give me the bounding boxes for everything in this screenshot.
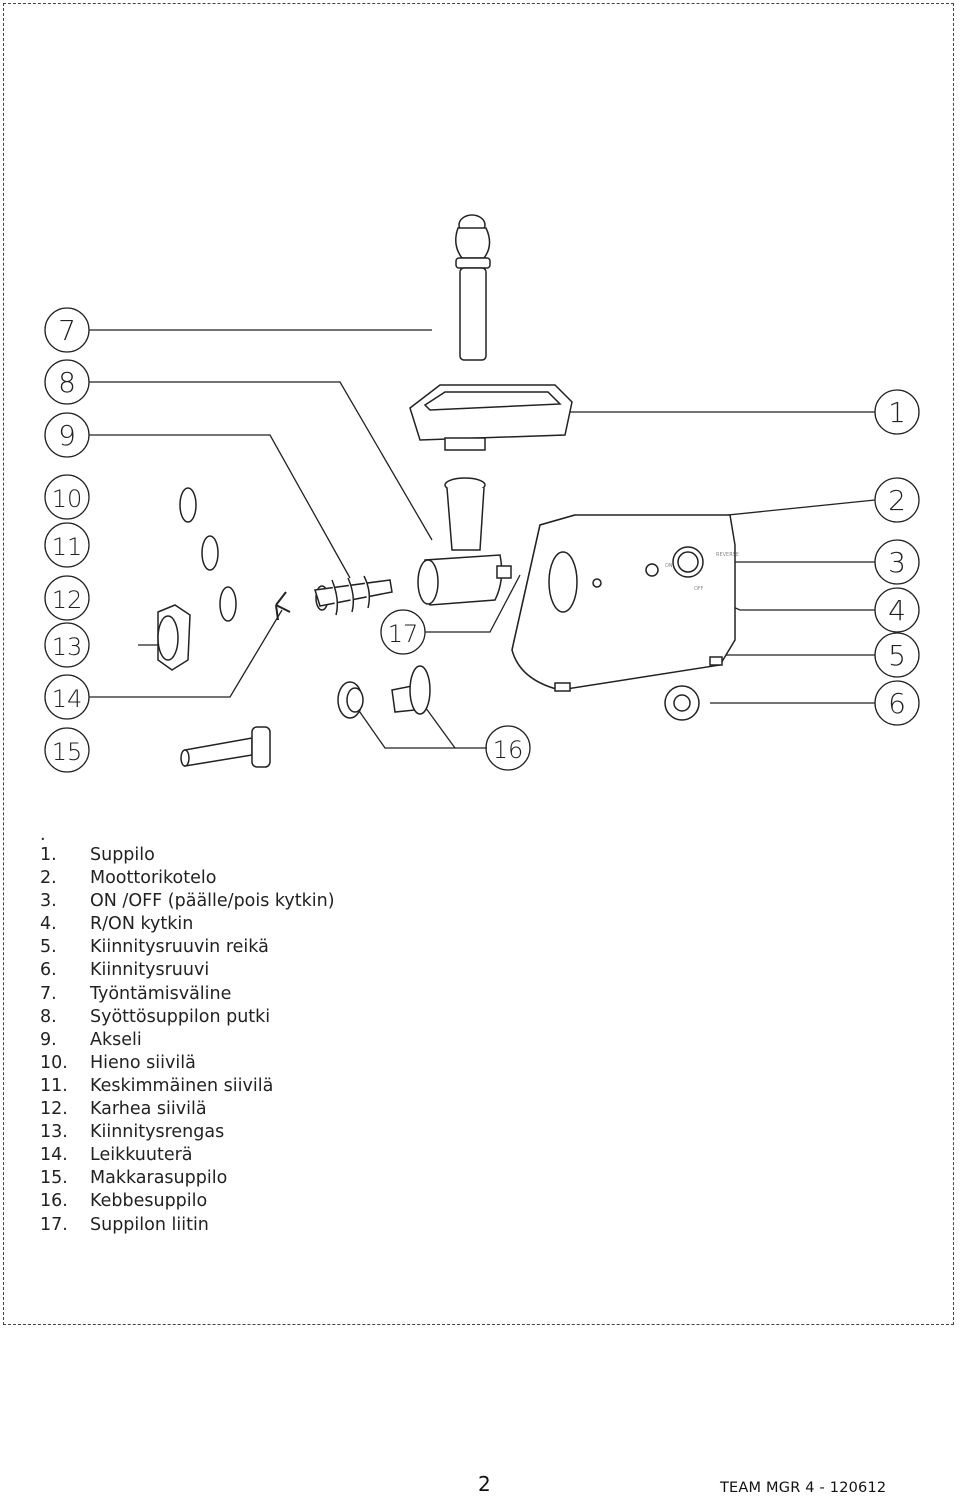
parts-list-item: 14. Leikkuuterä [40,1144,335,1167]
callout-2-label: 2 [888,484,906,517]
parts-list-item-number: 2. [40,868,57,889]
callout-group: 7 8 9 10 11 12 13 14 15 1 2 3 4 5 6 17 1… [44,307,920,773]
parts-list-item-label: Leikkuuterä [90,1145,193,1166]
parts-list-item: 9. Akseli [40,1029,335,1052]
parts-list-item-number: 15. [40,1168,68,1189]
parts-list-item-label: Kiinnitysruuvi [90,960,210,981]
parts-list-item: 6. Kiinnitysruuvi [40,959,335,982]
parts-list-item-number: 4. [40,914,57,935]
parts-list-item-label: Akseli [90,1029,142,1050]
callout-6-label: 6 [888,687,906,720]
parts-list-item-label: Suppilo [90,845,155,865]
parts-list-item-number: 5. [40,937,57,958]
screens-parts [179,487,237,622]
parts-list-item-label: Kebbesuppilo [90,1191,208,1212]
page-frame [3,3,954,1325]
blade-part [275,591,291,621]
sausage-funnel-part [180,726,271,768]
callout-8-label: 8 [58,366,76,399]
parts-list-item: 15. Makkarasuppilo [40,1167,335,1190]
parts-list-item-label: Karhea siivilä [90,1099,207,1120]
parts-list-item-number: 11. [40,1075,68,1096]
parts-list-item: 12. Karhea siivilä [40,1098,335,1121]
ring-nut-part [157,604,191,671]
feed-tube-part [417,477,512,606]
callout-14-label: 14 [52,685,83,713]
parts-list-item-number: 9. [40,1029,57,1050]
device-off-label: OFF [694,586,704,592]
callout-10-label: 10 [52,485,83,513]
parts-list-item-label: Moottorikotelo [90,868,217,889]
parts-list-lead: . [40,825,46,845]
parts-list-item: 1. Suppilo [40,844,335,867]
parts-list-item-number: 16. [40,1191,68,1212]
motor-housing-part [511,514,736,692]
exploded-view-diagram: 7 8 9 10 11 12 13 14 15 1 2 3 4 5 6 17 1… [44,214,920,773]
callout-4-label: 4 [888,594,906,627]
parts-list-item: 17. Suppilon liitin [40,1214,335,1237]
parts-list-item-label: Makkarasuppilo [90,1168,228,1189]
pusher-part [455,214,491,361]
callout-12-label: 12 [52,586,83,614]
parts-list-item-label: Syöttösuppilon putki [90,1006,271,1027]
parts-list-item-number: 8. [40,1006,57,1027]
callout-7-label: 7 [58,314,76,347]
callout-15-label: 15 [52,738,83,766]
kebbe-funnel-part [337,665,431,719]
fixing-screw-part [664,685,700,721]
parts-list-item-label: Kiinnitysrengas [90,1122,225,1143]
parts-list-item-label: Suppilon liitin [90,1214,209,1235]
hopper-tray-part [409,384,573,451]
parts-list-item-label: ON /OFF (päälle/pois kytkin) [90,891,335,912]
callout-1-label: 1 [888,396,906,429]
parts-list-item: 3. ON /OFF (päälle/pois kytkin) [40,890,335,913]
parts-list-item-number: 1. [40,845,57,865]
parts-list-item-number: 12. [40,1099,68,1120]
parts-list-item: 8. Syöttösuppilon putki [40,1006,335,1029]
callout-5-label: 5 [888,639,906,672]
callout-9-label: 9 [58,419,76,452]
model-code: TEAM MGR 4 - 120612 [720,1480,887,1496]
device-on-label: ON [665,563,673,569]
device-reverse-label: REVERSE [716,552,739,558]
parts-list-item-number: 6. [40,960,57,981]
parts-list-item: 5. Kiinnitysruuvin reikä [40,936,335,959]
callout-13-label: 13 [52,633,83,661]
parts-list-item: 10. Hieno siivilä [40,1052,335,1075]
parts-list-item-number: 13. [40,1122,68,1143]
parts-list-item: 7. Työntämisväline [40,983,335,1006]
parts-list-item: 4. R/ON kytkin [40,913,335,936]
parts-list-item-number: 10. [40,1052,68,1073]
parts-list-item: 16. Kebbesuppilo [40,1190,335,1213]
parts-list-item-label: Työntämisväline [90,983,232,1004]
parts-list-item-label: Hieno siivilä [90,1052,196,1073]
callout-3-label: 3 [888,546,906,579]
callout-16-label: 16 [493,736,524,764]
parts-list-item-label: R/ON kytkin [90,914,194,935]
auger-part [314,575,393,616]
parts-list-item: 13. Kiinnitysrengas [40,1121,335,1144]
callout-7 [44,307,90,353]
page-number: 2 [478,1472,491,1496]
parts-list-item-label: Kiinnitysruuvin reikä [90,937,269,958]
callout-17-label: 17 [388,620,419,648]
parts-list: . 1. Suppilo 2. Moottorikotelo 3. ON /OFF (pä… [40,826,335,1237]
parts-list-item: 11. Keskimmäinen siivilä [40,1075,335,1098]
parts-list-item-number: 7. [40,983,57,1004]
callout-11-label: 11 [52,533,83,561]
parts-list-item-number: 14. [40,1145,68,1166]
parts-list-item-number: 3. [40,891,57,912]
parts-list-item-label: Keskimmäinen siivilä [90,1075,274,1096]
parts-list-item-number: 17. [40,1214,68,1235]
parts-list-item: 2. Moottorikotelo [40,867,335,890]
